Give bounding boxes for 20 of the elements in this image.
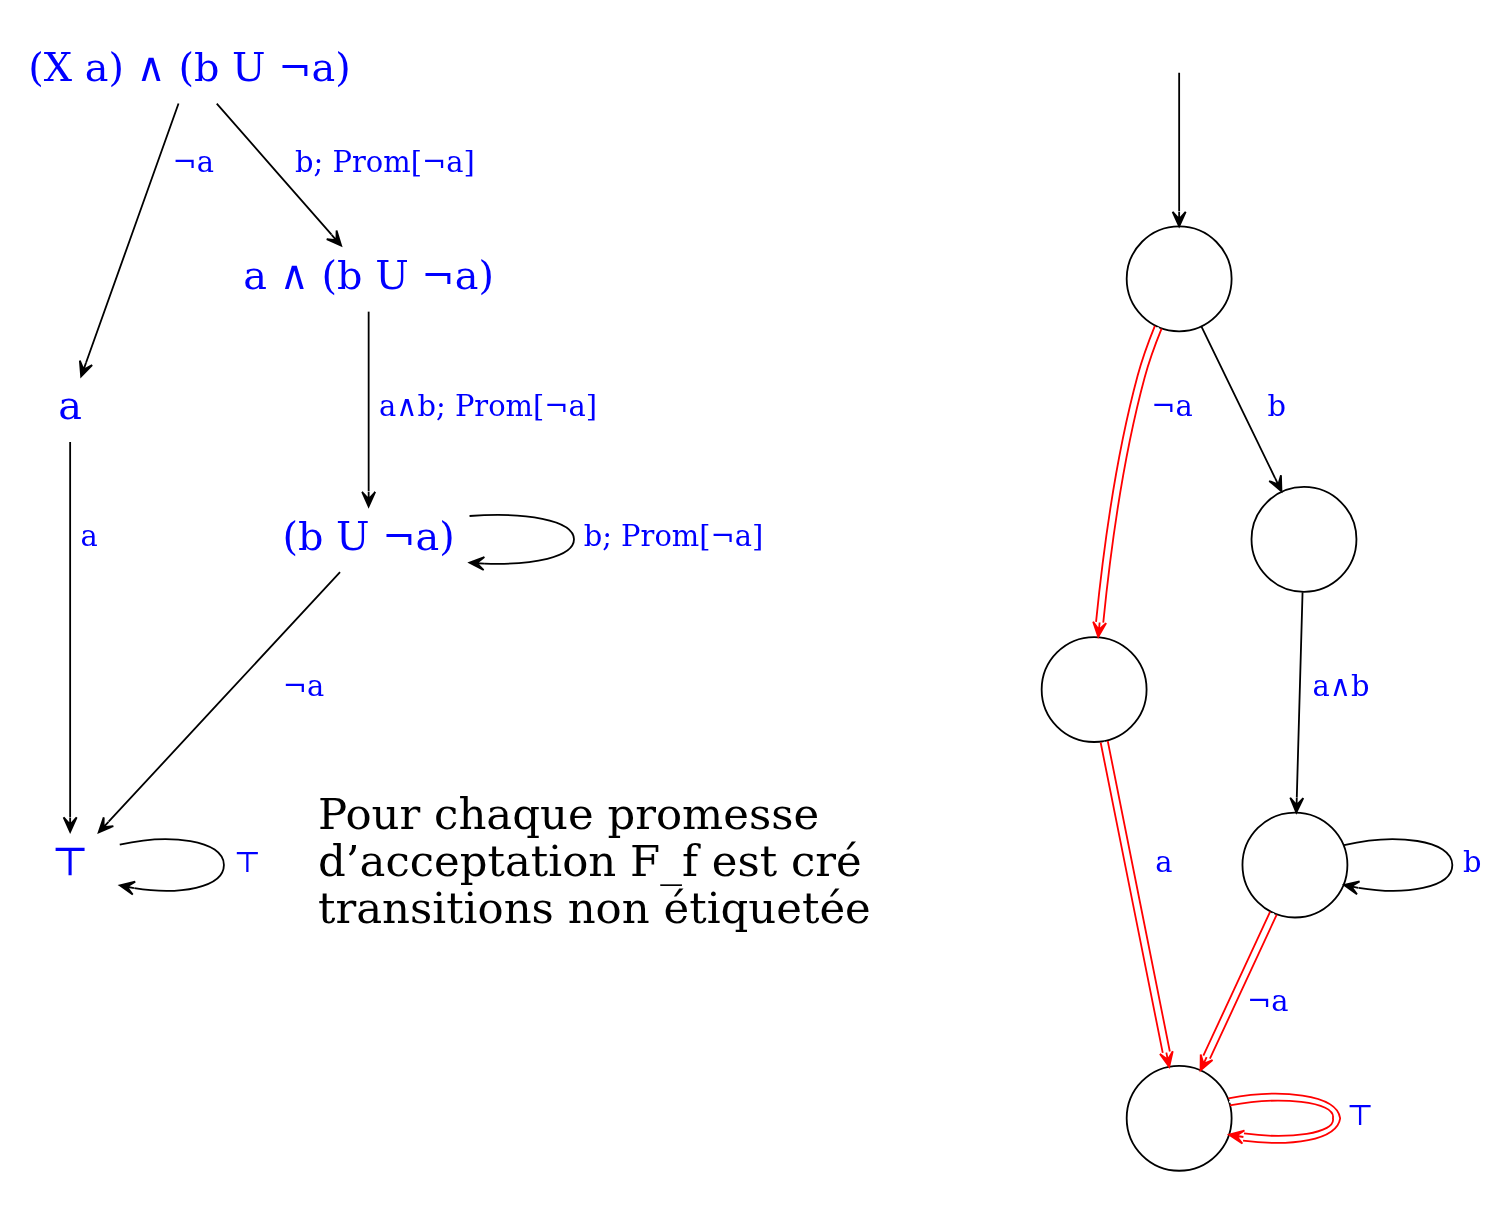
- edge-label: a∧b: [1312, 668, 1370, 703]
- edge-label: a∧b; Prom[¬a]: [378, 388, 598, 423]
- edge-label: ¬a: [1151, 388, 1193, 423]
- node-text: (b U ¬a): [282, 512, 455, 558]
- edge-label: b; Prom[¬a]: [295, 144, 475, 179]
- node-text: ⊤: [51, 837, 89, 884]
- node-text: a: [58, 381, 83, 428]
- edge-label: a: [80, 518, 98, 553]
- node-text: a ∧ (b U ¬a): [243, 251, 494, 298]
- edge-label: ¬a: [1247, 983, 1289, 1018]
- node-text: (X a) ∧ (b U ¬a): [28, 43, 351, 90]
- edge-label: b: [1462, 844, 1482, 879]
- edge-label: a: [1155, 844, 1173, 879]
- label: Pour chaque promesse: [318, 788, 820, 839]
- edge-label: ¬a: [172, 144, 214, 179]
- edge-label: ⊤: [1346, 1097, 1374, 1132]
- edge-label: ¬a: [282, 668, 325, 703]
- edge-label: ⊤: [233, 844, 262, 879]
- edge-label: b; Prom[¬a]: [583, 518, 764, 553]
- edge-label: b: [1267, 388, 1287, 423]
